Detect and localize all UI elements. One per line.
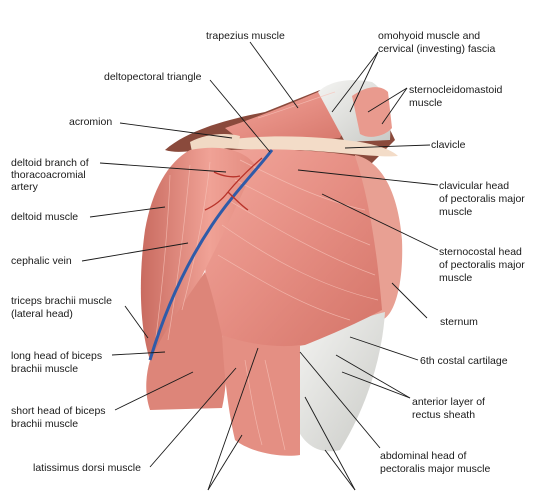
clavicle-label: clavicle xyxy=(431,139,466,151)
leader-lines xyxy=(81,41,439,491)
deltopectoral-triangle-label: deltopectoral triangle xyxy=(104,71,202,83)
triceps-label: triceps brachii muscle (lateral head) xyxy=(11,295,115,320)
clavicular-head-label: clavicular head of pectoralis major musc… xyxy=(439,180,528,218)
clavicle-bone xyxy=(228,136,398,157)
sternocostal-head-label: sternocostal head of pectoralis major mu… xyxy=(439,246,528,284)
deltoid-branch-artery-shape xyxy=(204,157,263,211)
muscle-fibers xyxy=(154,91,379,451)
latissimus-dorsi-label: latissimus dorsi muscle xyxy=(33,462,141,474)
omohyoid-muscle-label: omohyoid muscle and cervical (investing)… xyxy=(378,30,495,55)
acromion-label: acromion xyxy=(69,116,112,128)
short-head-biceps-label: short head of biceps brachii muscle xyxy=(11,405,108,430)
labels: trapezius muscle omohyoid muscle and cer… xyxy=(11,30,528,475)
abdominal-head-label: abdominal head of pectoralis major muscl… xyxy=(380,450,490,475)
illustration xyxy=(140,80,403,456)
sternum-label: sternum xyxy=(440,316,478,328)
sternocleidomastoid-label: sternocleidomastoid muscle xyxy=(409,84,505,109)
cephalic-vein-label: cephalic vein xyxy=(11,255,72,267)
long-head-biceps-label: long head of biceps brachii muscle xyxy=(11,350,105,375)
cephalic-vein-shape xyxy=(148,149,274,361)
rectus-sheath xyxy=(298,312,385,452)
deltoid-muscle-label: deltoid muscle xyxy=(11,211,78,223)
lateral-chest-wall xyxy=(222,335,300,456)
trapezius-muscle-label: trapezius muscle xyxy=(206,30,285,42)
costal-cartilage-label: 6th costal cartilage xyxy=(420,355,508,367)
pectoralis-major-muscle xyxy=(204,149,382,347)
sternocleidomastoid-muscle xyxy=(352,87,392,137)
acromion-bone xyxy=(190,134,240,152)
rectus-sheath-label: anterior layer of rectus sheath xyxy=(412,396,488,421)
arm-muscles xyxy=(146,272,228,410)
deltoid-branch-artery-label: deltoid branch of thoracoacromial artery xyxy=(11,157,92,193)
